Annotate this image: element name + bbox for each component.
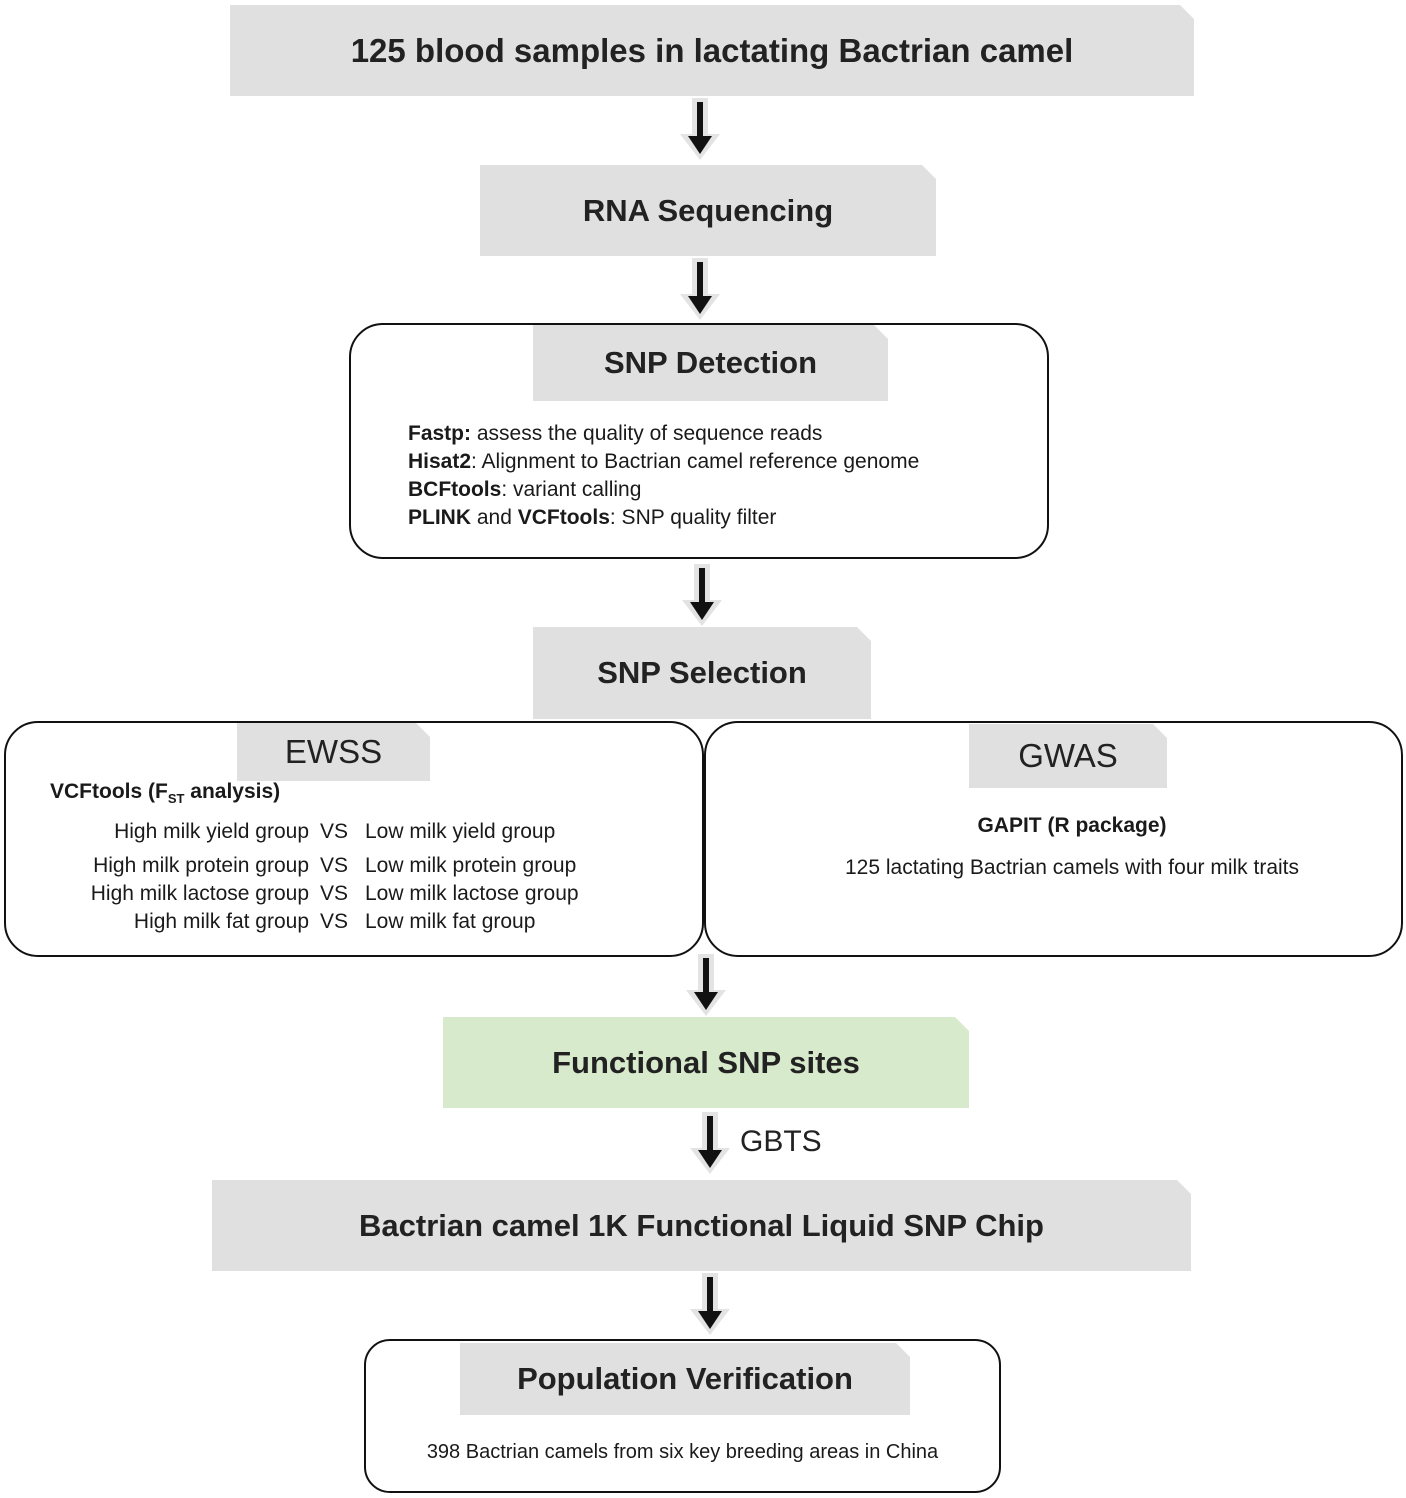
bcftools-desc: : variant calling <box>501 478 642 501</box>
down-arrow-icon <box>686 954 726 1016</box>
comparison-high: High milk fat group <box>133 910 309 933</box>
comparison-high: High milk lactose group <box>90 882 309 905</box>
hisat2-tool: Hisat2 <box>408 450 472 473</box>
step-samples-box: 125 blood samples in lactating Bactrian … <box>230 5 1194 96</box>
gwas-tool-label: GAPIT (R package) <box>977 814 1167 837</box>
functional-snp-box: Functional SNP sites <box>443 1017 969 1108</box>
functional-snp-label: Functional SNP sites <box>552 1044 860 1080</box>
comparison-vs: VS <box>320 854 349 877</box>
ewss-tool: VCFtools (FST analysis) <box>50 780 280 806</box>
gwas-title-box: GWAS <box>969 724 1167 788</box>
snp-detection-title: SNP Detection <box>603 345 818 380</box>
fastp-desc: assess the quality of sequence reads <box>471 422 823 445</box>
down-arrow-icon <box>682 564 722 626</box>
plink-mid: and <box>471 506 518 529</box>
gbts-label: GBTS <box>740 1125 822 1159</box>
gwas-tool: GAPIT (R package) <box>704 814 1406 838</box>
gwas-description-text: 125 lactating Bactrian camels with four … <box>844 856 1299 879</box>
comparison-row: High milk yield group VS Low milk yield … <box>40 820 640 848</box>
ewss-tool-prefix: VCFtools (F <box>50 780 168 803</box>
down-arrow-icon <box>680 98 720 160</box>
down-arrow-icon <box>680 258 720 320</box>
ewss-tool-sub: ST <box>167 791 185 807</box>
bcftools-tool: BCFtools <box>408 478 502 501</box>
down-arrow-icon <box>690 1273 730 1335</box>
gwas-description: 125 lactating Bactrian camels with four … <box>704 856 1406 880</box>
comparison-vs: VS <box>320 910 349 933</box>
fastp-line: Fastp: assess the quality of sequence re… <box>408 420 919 448</box>
gwas-title: GWAS <box>1018 737 1118 774</box>
population-description: 398 Bactrian camels from six key breedin… <box>364 1441 1001 1464</box>
bcftools-line: BCFtools: variant calling <box>408 476 919 504</box>
snp-chip-box: Bactrian camel 1K Functional Liquid SNP … <box>212 1180 1191 1271</box>
population-title-box: Population Verification <box>460 1343 910 1415</box>
comparison-low: Low milk yield group <box>365 820 556 843</box>
plink-tool: PLINK <box>408 506 471 529</box>
comparison-low: Low milk fat group <box>365 910 536 933</box>
ewss-title-box: EWSS <box>237 723 430 781</box>
comparison-row: High milk fat group VS Low milk fat grou… <box>40 910 640 938</box>
comparison-high: High milk yield group <box>114 820 309 843</box>
vcftools-tool: VCFtools <box>517 506 610 529</box>
comparison-row: High milk lactose group VS Low milk lact… <box>40 882 640 910</box>
step-rna-sequencing-box: RNA Sequencing <box>480 165 936 256</box>
comparison-vs: VS <box>320 820 349 843</box>
snp-detection-steps: Fastp: assess the quality of sequence re… <box>408 420 919 532</box>
population-description-text: 398 Bactrian camels from six key breedin… <box>426 1441 939 1463</box>
ewss-tool-suffix: analysis) <box>184 780 281 803</box>
snp-chip-label: Bactrian camel 1K Functional Liquid SNP … <box>359 1207 1044 1243</box>
comparison-vs: VS <box>320 882 349 905</box>
ewss-title: EWSS <box>284 733 383 770</box>
snp-selection-title: SNP Selection <box>597 655 807 690</box>
down-arrow-icon <box>690 1112 730 1174</box>
step-samples-label: 125 blood samples in lactating Bactrian … <box>350 31 1074 69</box>
step-rna-sequencing-label: RNA Sequencing <box>582 192 834 228</box>
gbts-text: GBTS <box>740 1125 822 1158</box>
population-title: Population Verification <box>517 1361 853 1396</box>
snp-selection-box: SNP Selection <box>533 627 871 719</box>
plink-desc: : SNP quality filter <box>609 506 777 529</box>
fastp-tool: Fastp: <box>408 422 471 445</box>
comparison-high: High milk protein group <box>93 854 309 877</box>
hisat2-line: Hisat2: Alignment to Bactrian camel refe… <box>408 448 919 476</box>
comparison-low: Low milk protein group <box>365 854 577 877</box>
snp-detection-title-box: SNP Detection <box>533 325 888 401</box>
comparison-low: Low milk lactose group <box>365 882 579 905</box>
comparison-row: High milk protein group VS Low milk prot… <box>40 854 640 882</box>
plink-line: PLINK and VCFtools: SNP quality filter <box>408 504 919 532</box>
hisat2-desc: : Alignment to Bactrian camel reference … <box>471 450 920 473</box>
